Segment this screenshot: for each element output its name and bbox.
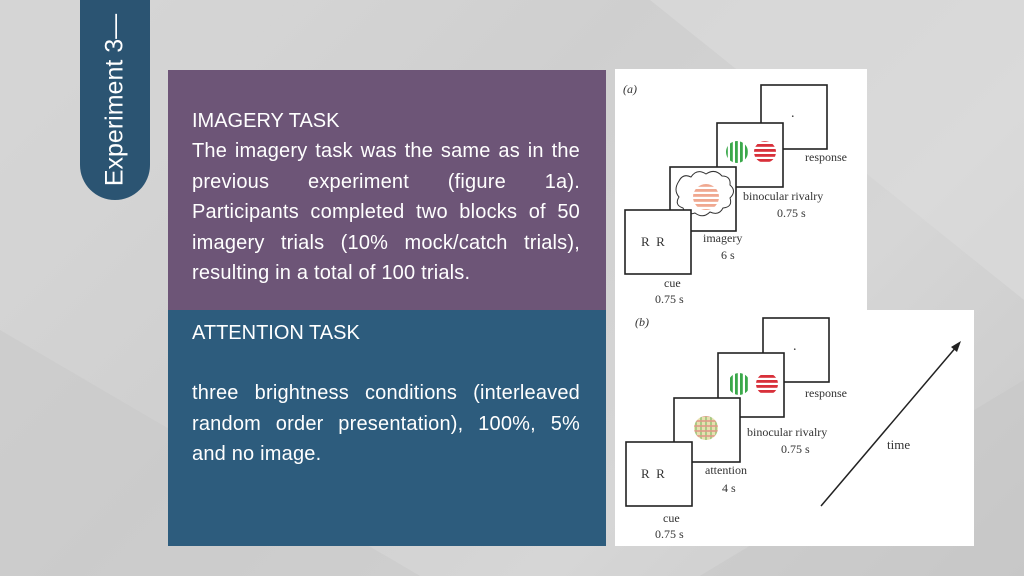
time-label: time	[887, 437, 910, 452]
cue-frame	[625, 441, 693, 507]
green-grating-icon	[728, 373, 750, 395]
attention-heading: ATTENTION TASK	[192, 322, 360, 344]
time-arrowhead-icon	[951, 341, 961, 352]
time-arrow	[820, 345, 958, 507]
cue-label: cue	[664, 276, 681, 290]
response-dot: .	[791, 106, 795, 121]
imagery-heading: IMAGERY TASK	[192, 110, 340, 132]
attention-body: three brightness conditions (interleaved…	[192, 382, 580, 465]
imagery-task-box: IMAGERY TASK The imagery task was the sa…	[168, 70, 606, 310]
section-tab-label: Experiment 3—	[100, 13, 129, 187]
cue-letters: R R	[641, 466, 665, 481]
rivalry-time: 0.75 s	[777, 206, 806, 220]
imagined-grating-icon	[693, 184, 719, 210]
rivalry-label: binocular rivalry	[743, 189, 823, 203]
attention-task-box: ATTENTION TASK three brightness conditio…	[168, 310, 606, 546]
rivalry-time: 0.75 s	[781, 442, 810, 456]
attention-time: 4 s	[722, 481, 736, 495]
section-tab	[80, 0, 150, 200]
cue-label: cue	[663, 511, 680, 525]
attention-label: attention	[705, 463, 747, 477]
imagery-time: 6 s	[721, 248, 735, 262]
response-label: response	[805, 150, 847, 164]
cue-letters: R R	[641, 234, 665, 249]
response-label: response	[805, 386, 847, 400]
figure-a-imagery-paradigm: (a) . R R response binocular rivalry 0.7…	[615, 69, 867, 311]
figure-b-attention-paradigm: (b) . R R time response binocular rivalr…	[615, 310, 974, 546]
cue-time: 0.75 s	[655, 527, 684, 541]
red-grating-icon	[756, 373, 778, 395]
imagery-label: imagery	[703, 231, 742, 245]
response-dot: .	[793, 339, 797, 354]
red-grating-icon	[754, 141, 776, 163]
cue-time: 0.75 s	[655, 292, 684, 306]
plaid-stimulus-icon	[694, 416, 718, 440]
green-grating-icon	[726, 141, 748, 163]
rivalry-label: binocular rivalry	[747, 425, 827, 439]
figure-b-panel-label: (b)	[635, 315, 649, 329]
figure-a-panel-label: (a)	[623, 82, 637, 96]
cue-frame	[624, 209, 692, 275]
imagery-body: The imagery task was the same as in the …	[192, 140, 580, 284]
